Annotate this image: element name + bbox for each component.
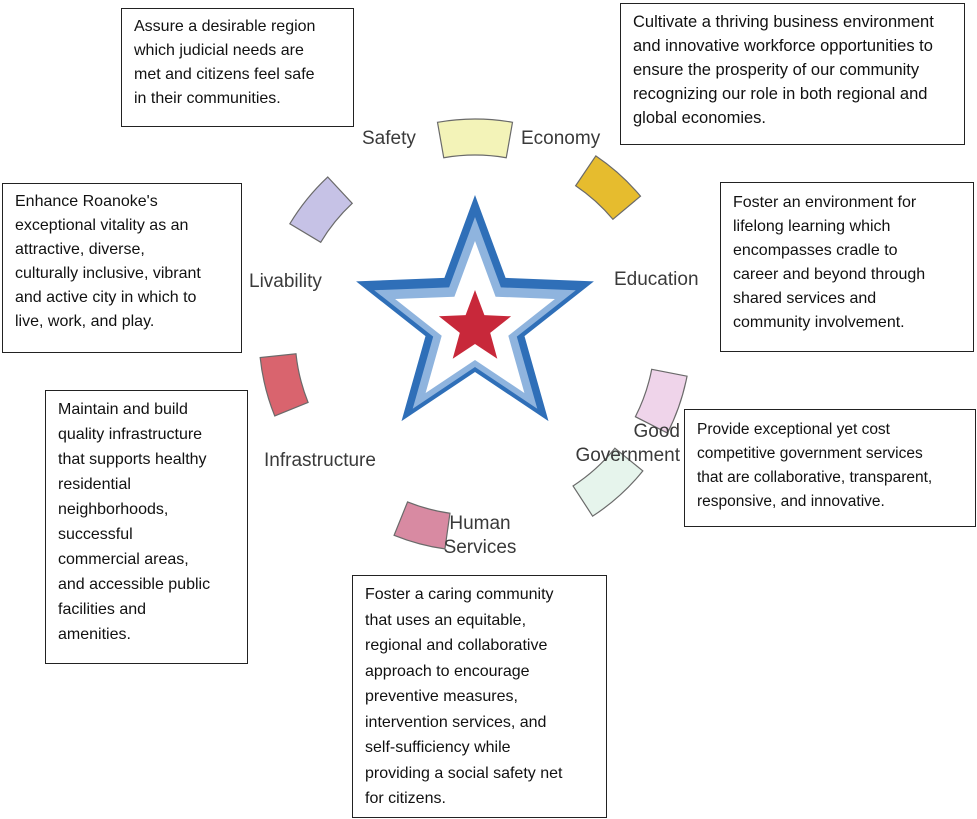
desc-good-government: Provide exceptional yet cost competitive…: [684, 409, 976, 527]
desc-human-services: Foster a caring community that uses an e…: [352, 575, 607, 818]
label-livability: Livability: [249, 271, 322, 292]
label-safety: Safety: [362, 128, 416, 149]
segment-education: [634, 368, 688, 434]
segment-infrastructure: [259, 353, 309, 417]
label-good-government: Good Government: [575, 421, 680, 466]
label-economy: Economy: [521, 128, 601, 149]
desc-infrastructure: Maintain and build quality infrastructur…: [45, 390, 248, 664]
wheel-segments: [259, 118, 688, 550]
segment-livability: [289, 176, 354, 244]
segment-human-services: [393, 501, 451, 550]
segment-safety: [436, 118, 514, 159]
desc-safety: Assure a desirable region which judicial…: [121, 8, 354, 127]
desc-livability: Enhance Roanoke's exceptional vitality a…: [2, 183, 242, 353]
label-infrastructure: Infrastructure: [264, 450, 376, 471]
desc-economy: Cultivate a thriving business environmen…: [620, 3, 965, 145]
center-star: [356, 195, 594, 422]
label-education: Education: [614, 269, 699, 290]
star-center-red: [438, 290, 512, 359]
desc-education: Foster an environment for lifelong learn…: [720, 182, 974, 352]
segment-good-government: [572, 447, 644, 517]
segment-economy: [574, 155, 642, 221]
label-human-services: Human Services: [443, 513, 517, 558]
